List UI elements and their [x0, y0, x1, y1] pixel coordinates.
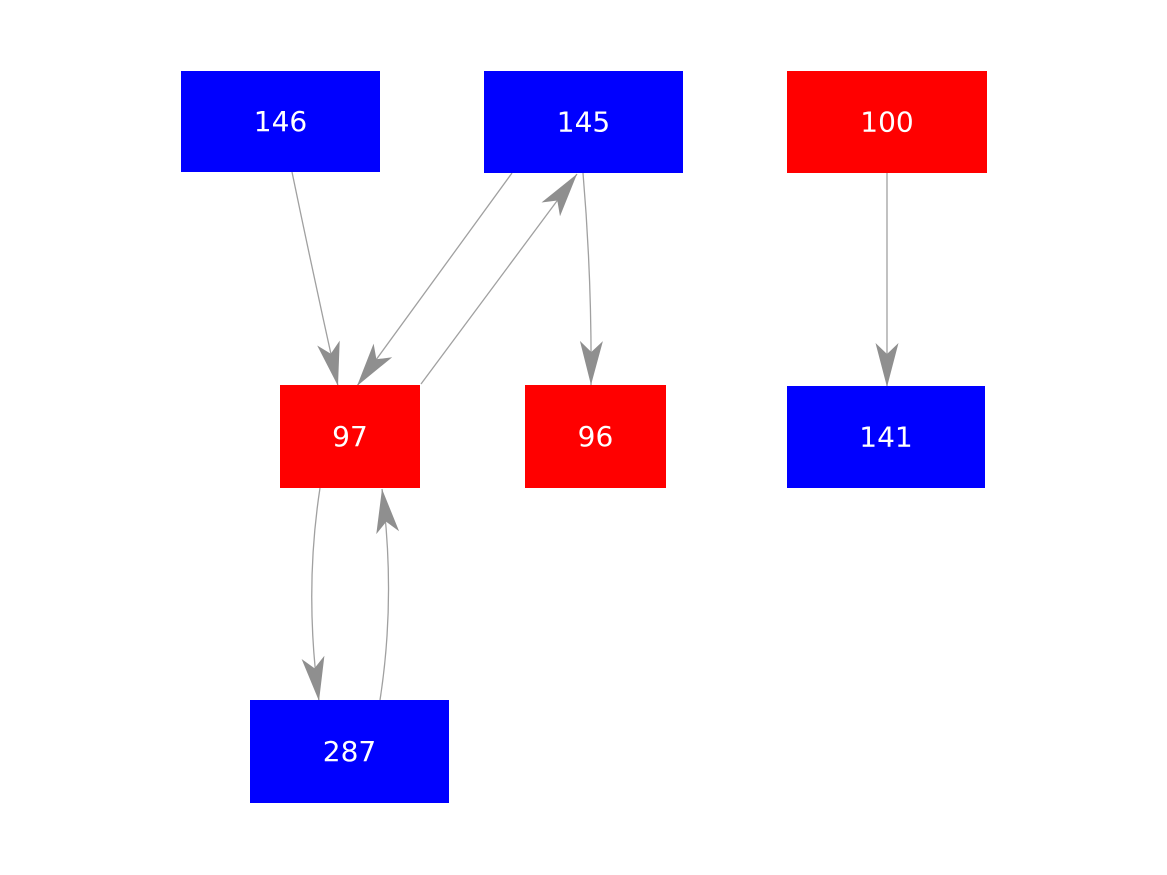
edge-97-to-145 [420, 173, 578, 385]
node-96: 96 [525, 385, 666, 488]
node-97-box [280, 385, 420, 488]
node-96-label: 96 [578, 420, 614, 453]
node-145: 145 [484, 71, 683, 173]
node-141: 141 [787, 386, 985, 488]
node-146-box [181, 71, 380, 172]
node-100: 100 [787, 71, 987, 173]
node-287: 287 [250, 700, 449, 803]
node-287-box [250, 700, 449, 803]
arrowhead-97-to-287-icon [301, 655, 325, 701]
arrowhead-145-to-97-icon [357, 343, 393, 386]
edge-145-to-97 [356, 172, 513, 387]
arrowhead-146-to-97-icon [317, 340, 340, 386]
node-145-label: 145 [557, 106, 610, 139]
arrowhead-97-to-145-icon [541, 174, 577, 217]
node-146-label: 146 [254, 105, 307, 138]
node-100-label: 100 [860, 106, 913, 139]
node-96-box [525, 385, 666, 488]
node-97-label: 97 [332, 420, 368, 453]
node-97: 97 [280, 385, 420, 488]
node-146: 146 [181, 71, 380, 172]
node-100-box [787, 71, 987, 173]
node-141-label: 141 [859, 421, 912, 454]
arrowhead-287-to-97-icon [376, 489, 400, 535]
arrowhead-145-to-96-icon [579, 340, 603, 385]
node-145-box [484, 71, 683, 173]
node-287-label: 287 [323, 735, 376, 768]
arrowhead-100-to-141-icon [875, 343, 899, 387]
node-141-box [787, 386, 985, 488]
